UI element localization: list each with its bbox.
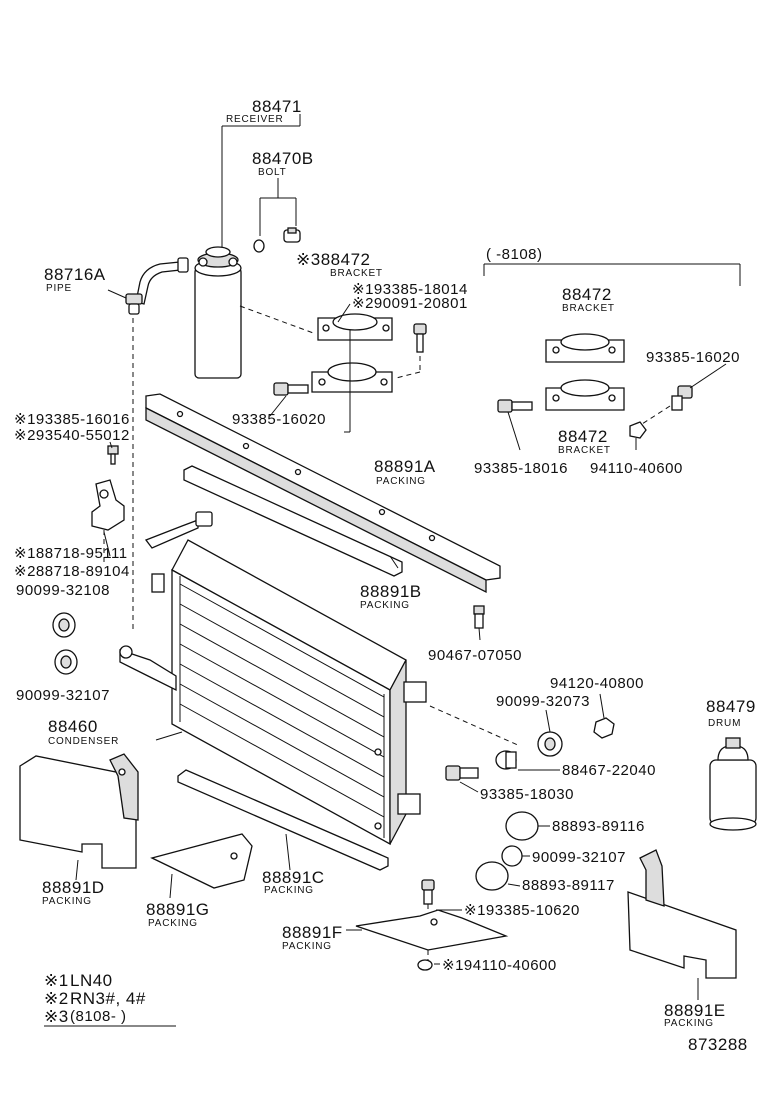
packing-88891c-part xyxy=(177,769,389,871)
bolt-18014-number: ※193385-18014 xyxy=(352,281,468,298)
bolt-18016-number: 93385-18016 xyxy=(474,460,568,477)
packing-c-name: PACKING xyxy=(264,885,314,896)
note-1-text: LN40 xyxy=(70,971,113,990)
receiver-part xyxy=(194,114,301,379)
pipe-name: PIPE xyxy=(46,283,72,294)
bracket-lower-number: 88472 xyxy=(558,427,608,446)
packing-e-number: 88891E xyxy=(664,1001,726,1020)
packing-88891b-part xyxy=(183,465,403,577)
bolt-10620-number: ※193385-10620 xyxy=(464,902,580,919)
cap-89116-number: 88893-89116 xyxy=(552,818,645,835)
cap-89117-number: 88893-89117 xyxy=(522,877,615,894)
figure-number: 873288 xyxy=(688,1035,748,1054)
cushion-32108-part xyxy=(52,612,76,638)
packing-d-name: PACKING xyxy=(42,896,92,907)
leader-lines xyxy=(75,289,727,1000)
bracket-marked-number: ※388472 xyxy=(296,250,370,269)
bracket-88472-right-part xyxy=(483,263,741,439)
nut-40600-marked-part xyxy=(417,950,433,971)
clip-16016-part xyxy=(91,445,125,562)
bush-22040-number: 88467-22040 xyxy=(562,762,656,779)
condenser-number: 88460 xyxy=(48,717,98,736)
packing-d-number: 88891D xyxy=(42,878,105,897)
condenser-name: CONDENSER xyxy=(48,736,119,747)
note-2-text: RN3#, 4# xyxy=(70,989,146,1008)
note-1-mark: ※1 xyxy=(44,971,69,990)
bracket-88472-middle-part xyxy=(239,305,427,433)
packing-88891d-part xyxy=(19,753,139,869)
bracket-upper-number: 88472 xyxy=(562,285,612,304)
packing-b-number: 88891B xyxy=(360,582,422,601)
cushion-32107-left-part xyxy=(54,649,78,675)
bolt-16020-right-number: 93385-16020 xyxy=(646,349,740,366)
drum-name: DRUM xyxy=(708,718,741,729)
packing-a-number: 88891A xyxy=(374,457,436,476)
bracket-marked-name: BRACKET xyxy=(330,268,383,279)
drum-part xyxy=(709,737,757,831)
packing-88891a-part xyxy=(145,393,501,594)
cushion-32107-left-number: 90099-32107 xyxy=(16,687,110,704)
bush-22040-part xyxy=(495,750,517,770)
notes-legend: ※1 LN40 ※2 RN3#, 4# ※3 (8108- ) xyxy=(44,971,176,1027)
cushion-32073-number: 90099-32073 xyxy=(496,693,590,710)
bolt-18030-part xyxy=(445,765,479,781)
bolt-name: BOLT xyxy=(258,167,287,178)
bolt-16020-left-number: 93385-16020 xyxy=(232,411,326,428)
nut-40800-number: 94120-40800 xyxy=(550,675,644,692)
packing-f-number: 88891F xyxy=(282,923,343,942)
nut-40600-marked-number: ※194110-40600 xyxy=(442,957,557,974)
note-3-mark: ※3 xyxy=(44,1007,69,1026)
clamp-95111-number: ※188718-95111 xyxy=(14,545,128,562)
drum-number: 88479 xyxy=(706,697,756,716)
valve-07050-part xyxy=(473,605,485,629)
bolt-number: 88470B xyxy=(252,149,314,168)
bolt-16016-number: ※193385-16016 xyxy=(14,411,130,428)
packing-a-name: PACKING xyxy=(376,476,426,487)
receiver-number: 88471 xyxy=(252,97,302,116)
packing-88891g-part xyxy=(150,833,253,889)
cap-89116-part xyxy=(505,811,539,841)
bolt-10620-part xyxy=(421,879,435,916)
packing-g-number: 88891G xyxy=(146,900,210,919)
packing-e-name: PACKING xyxy=(664,1018,714,1029)
nut-40600-number: 94110-40600 xyxy=(590,460,683,477)
clamp-89104-number: ※288718-89104 xyxy=(14,563,130,580)
pipe-part xyxy=(125,257,189,630)
bolt-18030-number: 93385-18030 xyxy=(480,786,574,803)
cushion-32107-right-number: 90099-32107 xyxy=(532,849,626,866)
note-2-mark: ※2 xyxy=(44,989,69,1008)
receiver-name: RECEIVER xyxy=(226,114,284,125)
packing-88891e-part xyxy=(627,849,737,979)
cap-89117-part xyxy=(475,861,509,891)
condenser-part xyxy=(119,511,521,846)
cushion-32107-right-part xyxy=(501,845,523,867)
clip-55012-number: ※293540-55012 xyxy=(14,427,130,444)
cushion-32108-number: 90099-32108 xyxy=(16,582,110,599)
packing-g-name: PACKING xyxy=(148,918,198,929)
bracket-lower-name: BRACKET xyxy=(558,445,611,456)
bolt-20801-number: ※290091-20801 xyxy=(352,295,468,312)
packing-c-number: 88891C xyxy=(262,868,325,887)
nut-40800-part xyxy=(593,717,615,739)
cushion-32073-part xyxy=(537,731,563,757)
valve-07050-number: 90467-07050 xyxy=(428,647,522,664)
pipe-number: 88716A xyxy=(44,265,106,284)
bracket-upper-name: BRACKET xyxy=(562,303,615,314)
bolt-88470b-part xyxy=(253,178,301,253)
packing-b-name: PACKING xyxy=(360,600,410,611)
range-8108-text: ( -8108) xyxy=(486,246,543,263)
part-labels: 88471 RECEIVER 88470B BOLT ※388472 BRACK… xyxy=(14,97,756,1029)
packing-f-name: PACKING xyxy=(282,941,332,952)
note-3-text: (8108- ) xyxy=(70,1008,127,1025)
